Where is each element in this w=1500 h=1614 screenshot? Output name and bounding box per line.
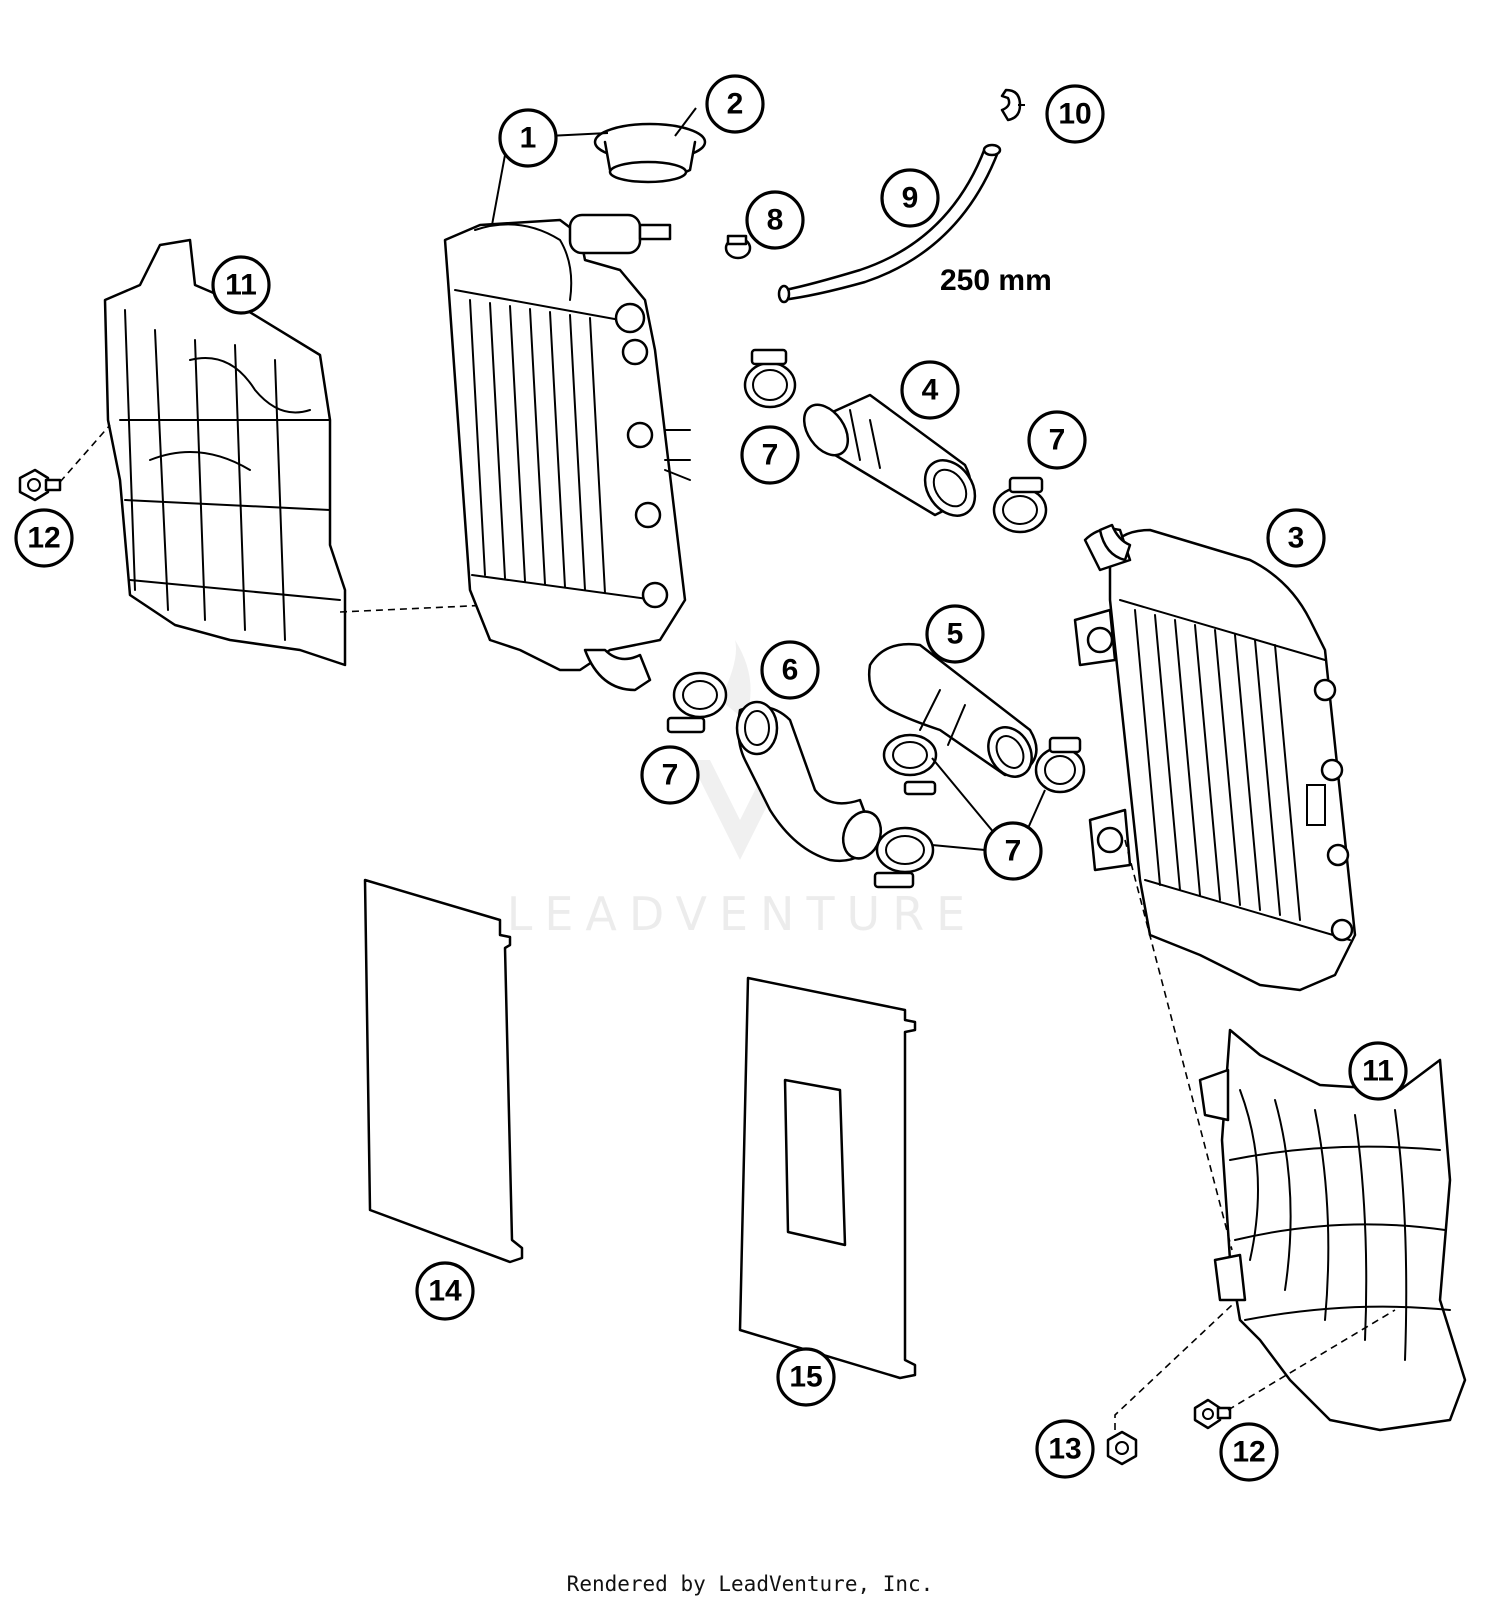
hose-clamp-right [1034,736,1086,794]
callout-12-right: 12 [1219,1422,1279,1482]
callout-6: 6 [760,640,820,700]
callout-5-label: 5 [947,618,964,651]
hose-end-clip [1000,88,1022,122]
watermark: LEADVENTURE [507,640,978,941]
callout-11-right-label: 11 [1362,1055,1394,1088]
callout-14-label: 14 [428,1275,462,1308]
hose-length-dimension: 250 mm [940,264,1052,297]
callout-11-right: 11 [1348,1041,1408,1101]
watermark-text: LEADVENTURE [507,887,978,941]
callout-11-left: 11 [211,255,271,315]
callout-7-lower-right: 7 [983,821,1043,881]
hose-clamp-lower-left [666,671,728,734]
callout-4-label: 4 [922,374,939,407]
cover-plate-with-window [738,976,917,1380]
callout-6-label: 6 [782,654,799,687]
callout-7-lower-left-label: 7 [662,759,679,792]
hose-clamp-lower-middle [873,826,935,889]
watermark-logo-icon [690,640,790,860]
callout-10-label: 10 [1058,98,1091,131]
callout-11-left-label: 11 [225,269,257,302]
callout-12-right-label: 12 [1232,1436,1265,1469]
cover-plate-plain [363,878,524,1264]
callout-7-lower-right-label: 7 [1005,835,1022,868]
callouts: 1 2 3 4 5 6 7 7 7 7 8 9 10 11 11 12 12 1… [14,74,1408,1482]
callout-14: 14 [415,1261,475,1321]
main-radiator [443,213,691,692]
left-shroud-bolt [18,468,62,502]
right-shroud-bolt [1193,1398,1232,1430]
callout-9-label: 9 [902,182,919,215]
hose-clamp-middle [882,733,938,796]
callout-3: 3 [1266,508,1326,568]
callout-7-top-right-label: 7 [1049,424,1066,457]
radiator-cap [593,122,707,184]
callout-4: 4 [900,360,960,420]
connector-hose [802,393,977,517]
hose-clamp-right-of-connector [992,476,1048,534]
callout-15-label: 15 [789,1361,822,1394]
callout-13-label: 13 [1048,1433,1081,1466]
callout-8-label: 8 [767,204,784,237]
hose-clamp-top-left [743,348,797,409]
callout-1: 1 [498,108,558,168]
callout-2-label: 2 [727,88,744,121]
render-credit: Rendered by LeadVenture, Inc. [566,1572,934,1596]
callout-7-top-left-label: 7 [762,439,779,472]
left-radiator-shroud [103,238,347,667]
callout-13: 13 [1035,1419,1095,1479]
small-hose-clamp [724,234,752,260]
right-radiator-shroud [1198,1028,1467,1432]
callout-3-label: 3 [1288,522,1305,555]
callout-7-top-right: 7 [1027,410,1087,470]
right-radiator [1073,523,1357,992]
callout-5: 5 [925,604,985,664]
callout-10: 10 [1045,84,1105,144]
callout-1-label: 1 [520,122,537,155]
shroud-nut [1106,1430,1138,1466]
callout-15: 15 [776,1347,836,1407]
vent-hose [777,143,1002,304]
lower-radiator-hose [735,700,883,863]
callout-12-left: 12 [14,508,74,568]
upper-radiator-hose [867,642,1038,778]
callout-12-left-label: 12 [27,522,60,555]
callout-7-lower-left: 7 [640,745,700,805]
callout-9: 9 [880,168,940,228]
callout-2: 2 [705,74,765,134]
callout-8: 8 [745,190,805,250]
callout-7-top-left: 7 [740,425,800,485]
